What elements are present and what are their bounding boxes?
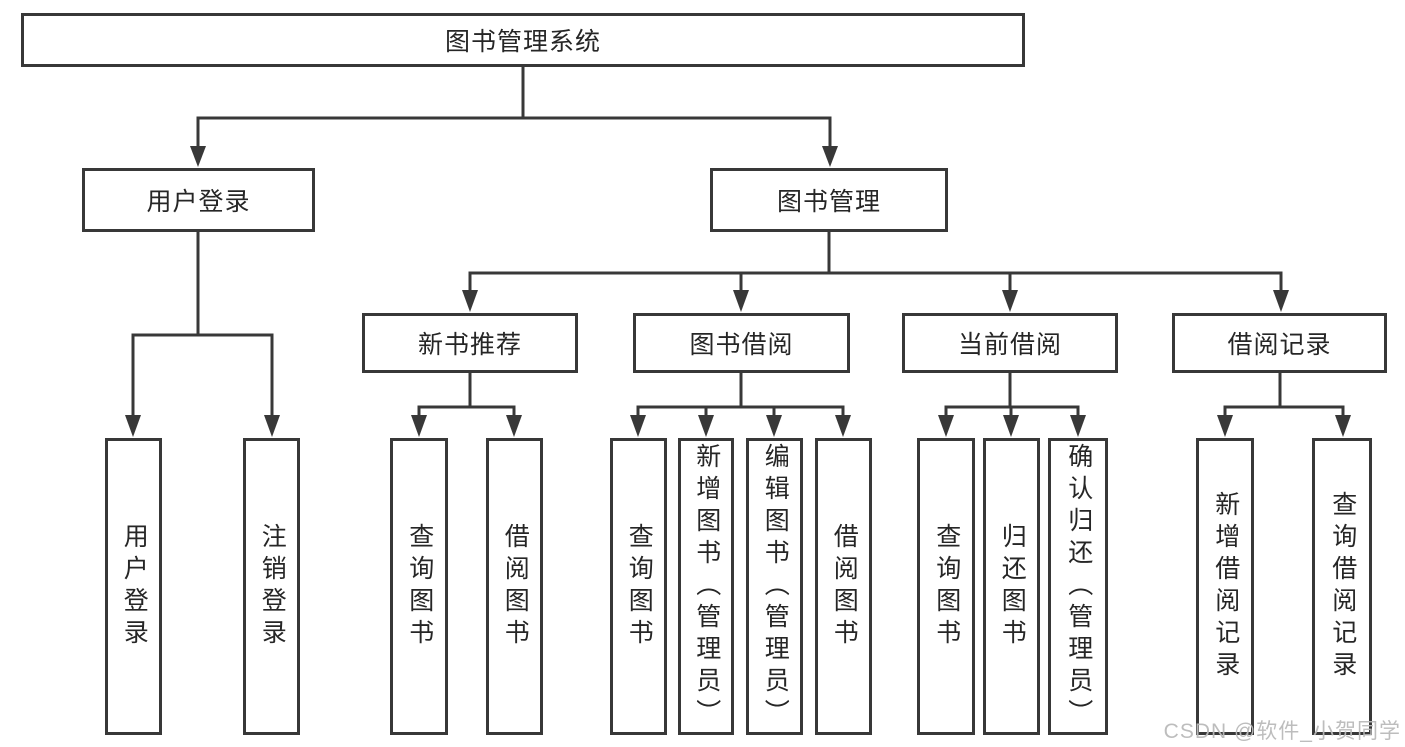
leaf-query-books-current-label: 查询图书 (932, 522, 961, 651)
leaf-edit-books-admin-label: 编辑图书（管理员） (761, 442, 790, 731)
leaf-query-books-current: 查询图书 (917, 438, 975, 735)
arrowhead (733, 290, 749, 312)
leaf-logout: 注销登录 (243, 438, 300, 735)
node-book-borrowing: 图书借阅 (633, 313, 850, 373)
leaf-edit-books-admin: 编辑图书（管理员） (746, 438, 803, 735)
leaf-add-borrow-record: 新增借阅记录 (1196, 438, 1254, 735)
arrowhead (938, 415, 954, 437)
arrowhead (630, 415, 646, 437)
arrowhead (190, 146, 206, 167)
arrowhead (766, 415, 782, 437)
node-current-borrowing-label: 当前借阅 (957, 331, 1062, 359)
leaf-add-books-admin-label: 新增图书（管理员） (692, 442, 721, 731)
leaf-query-books-recommend: 查询图书 (390, 438, 448, 735)
leaf-query-books-borrowing-label: 查询图书 (625, 522, 654, 651)
leaf-add-books-admin: 新增图书（管理员） (678, 438, 734, 735)
csdn-watermark: CSDN @软件_小贺同学 (1163, 720, 1401, 743)
arrowhead (264, 415, 280, 437)
arrowhead (411, 415, 427, 437)
node-root-label: 图书管理系统 (444, 28, 601, 56)
arrowhead (1217, 415, 1233, 437)
leaf-query-books-recommend-label: 查询图书 (405, 522, 434, 651)
node-borrowing-records-label: 借阅记录 (1227, 331, 1332, 359)
leaf-borrow-books-label: 借阅图书 (830, 522, 859, 651)
node-new-book-recommend-label: 新书推荐 (417, 331, 522, 359)
arrowhead (1003, 415, 1019, 437)
arrowhead (698, 415, 714, 437)
node-root: 图书管理系统 (21, 13, 1025, 67)
leaf-return-books-label: 归还图书 (998, 522, 1027, 651)
leaf-add-borrow-record-label: 新增借阅记录 (1211, 490, 1240, 683)
arrowhead (835, 415, 851, 437)
leaf-query-books-borrowing: 查询图书 (610, 438, 667, 735)
node-current-borrowing: 当前借阅 (902, 313, 1118, 373)
leaf-query-borrow-record-label: 查询借阅记录 (1328, 490, 1357, 683)
leaf-logout-label: 注销登录 (258, 522, 287, 651)
arrowhead (822, 146, 838, 167)
arrowhead (1002, 290, 1018, 312)
node-user-login-label: 用户登录 (146, 188, 251, 216)
leaf-borrow-books: 借阅图书 (815, 438, 872, 735)
node-borrowing-records: 借阅记录 (1172, 313, 1387, 373)
arrowhead (1070, 415, 1086, 437)
leaf-confirm-return-admin-label: 确认归还（管理员） (1064, 442, 1093, 731)
leaf-query-borrow-record: 查询借阅记录 (1312, 438, 1372, 735)
node-new-book-recommend: 新书推荐 (362, 313, 578, 373)
leaf-borrow-books-recommend-label: 借阅图书 (501, 522, 530, 651)
arrowhead (506, 415, 522, 437)
node-book-management-label: 图书管理 (776, 188, 881, 216)
leaf-return-books: 归还图书 (983, 438, 1040, 735)
leaf-confirm-return-admin: 确认归还（管理员） (1048, 438, 1108, 735)
arrowhead (462, 290, 478, 312)
arrowhead (1273, 290, 1289, 312)
node-user-login: 用户登录 (82, 168, 315, 232)
leaf-borrow-books-recommend: 借阅图书 (486, 438, 543, 735)
arrowhead (1335, 415, 1351, 437)
leaf-user-login: 用户登录 (105, 438, 162, 735)
leaf-user-login-label: 用户登录 (120, 522, 149, 651)
node-book-management: 图书管理 (710, 168, 948, 232)
arrowhead (125, 415, 141, 437)
node-book-borrowing-label: 图书借阅 (689, 331, 794, 359)
